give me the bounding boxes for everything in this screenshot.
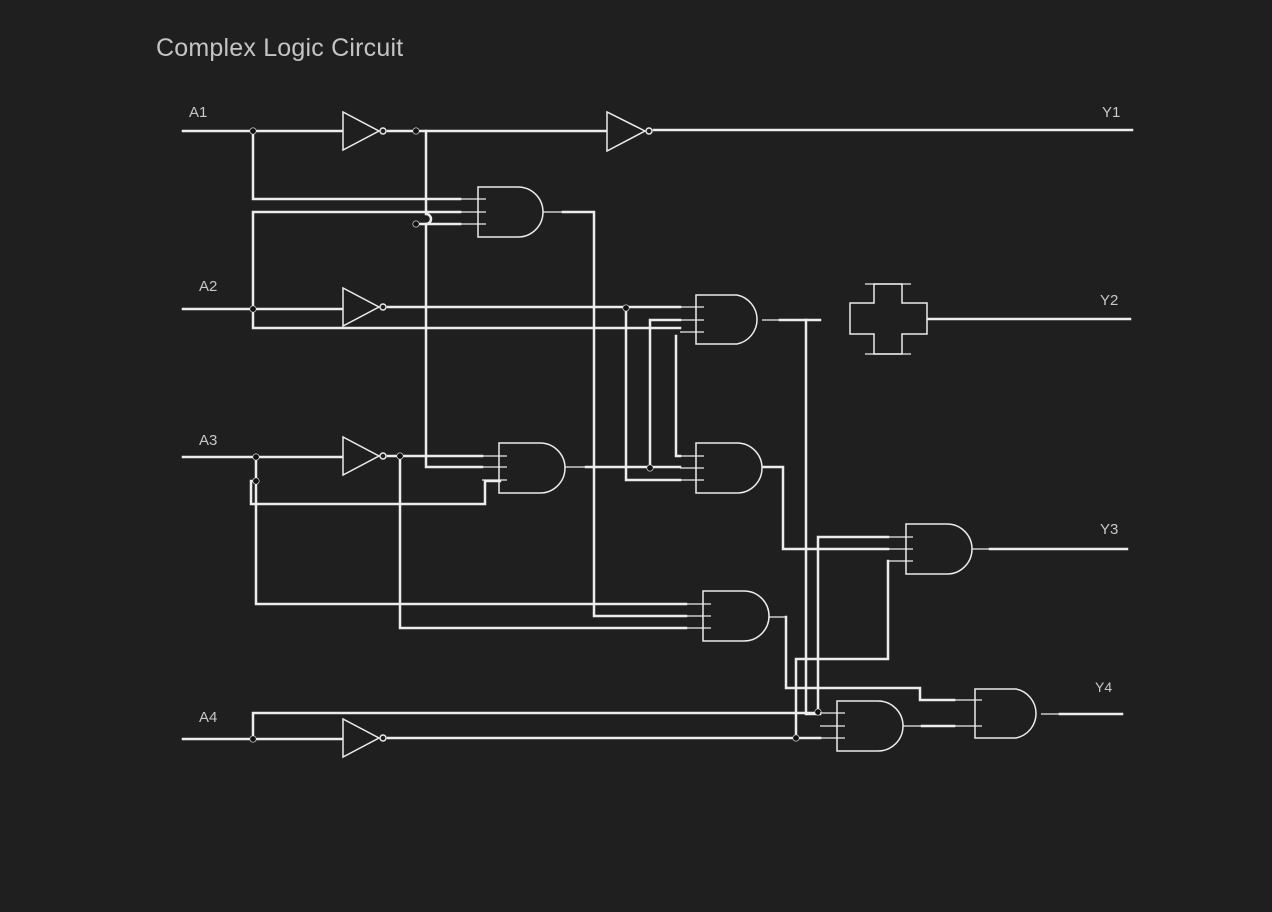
input-label-a3: A3 <box>199 432 217 449</box>
wire-a3-loop <box>249 455 502 506</box>
wire-branch-650 <box>648 318 682 470</box>
not-gate-a2 <box>342 286 387 328</box>
and-gate-6 <box>888 523 990 575</box>
not-gate-y1 <box>606 110 653 153</box>
input-label-a2: A2 <box>199 278 217 295</box>
and-gate-7 <box>820 700 922 752</box>
and-gate-5 <box>686 590 786 642</box>
output-label-y2: Y2 <box>1100 292 1118 309</box>
cross-element <box>849 283 928 355</box>
junction-dot <box>249 305 257 313</box>
input-label-a4: A4 <box>199 709 217 726</box>
junction-dot <box>814 708 822 716</box>
not-gate-a3 <box>342 435 387 477</box>
junction-dot <box>622 304 630 312</box>
junction-dot <box>412 127 420 135</box>
output-label-y1: Y1 <box>1102 104 1120 121</box>
wire-not-a3-down <box>398 454 688 630</box>
wire-and5-out <box>784 615 956 702</box>
and-gate-2 <box>482 442 586 494</box>
wire-not-a2-down <box>624 306 682 482</box>
input-label-a1: A1 <box>189 104 207 121</box>
not-gate-a4 <box>342 717 387 759</box>
wire-not-a1-vertical <box>424 129 484 469</box>
diagram-title: Complex Logic Circuit <box>156 34 404 62</box>
junction-dot <box>396 452 404 460</box>
wire-a2-low-branch <box>251 307 682 330</box>
junction-dot <box>252 477 260 485</box>
wire-and6-in-bot <box>794 559 890 740</box>
wire-a1-to-and1-top <box>251 129 462 201</box>
and-gate-4 <box>680 442 780 494</box>
junction-dot <box>249 127 257 135</box>
and-gate-3 <box>680 294 780 345</box>
and-gate-8 <box>954 688 1060 739</box>
output-label-y4: Y4 <box>1095 679 1112 695</box>
wire-and1-out <box>561 210 688 618</box>
junction-dot <box>252 453 260 461</box>
wire-and6-in-top <box>816 535 890 712</box>
junction-dot <box>249 735 257 743</box>
wire-branch-676 <box>674 334 682 458</box>
wire-a2-to-and1-mid <box>251 210 462 311</box>
junction-dot <box>646 464 654 472</box>
junction-dot <box>792 734 800 742</box>
output-label-y3: Y3 <box>1100 521 1118 538</box>
junction-dot <box>412 220 420 228</box>
not-gate-a1 <box>342 110 387 152</box>
junction-dots <box>249 127 822 743</box>
wire-a3-long-down <box>254 479 688 606</box>
and-gate-1 <box>460 186 563 238</box>
wires <box>181 128 1134 741</box>
wire-a4-up <box>251 711 822 741</box>
